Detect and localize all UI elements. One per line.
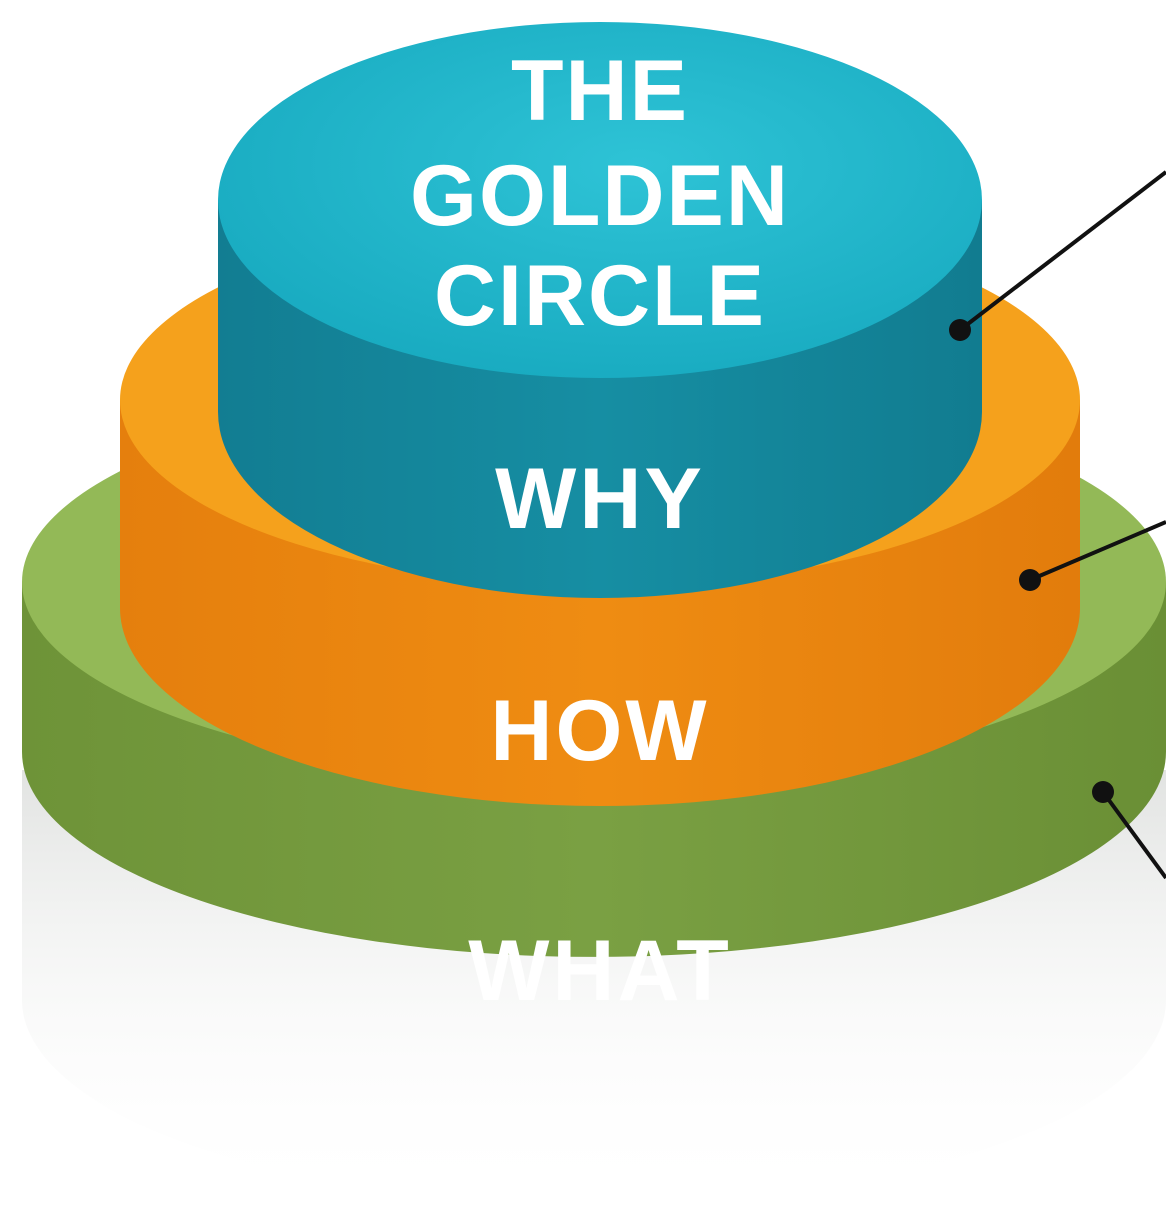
how-pointer-dot (1019, 569, 1041, 591)
why-pointer-dot (949, 319, 971, 341)
why-label: WHY (495, 451, 705, 547)
why-pointer (949, 170, 1166, 341)
what-pointer-dot (1092, 781, 1114, 803)
why-layer-top (218, 22, 982, 378)
title-line-3: CIRCLE (434, 248, 766, 344)
what-label: WHAT (468, 923, 732, 1019)
how-label: HOW (490, 683, 709, 779)
why-layer (218, 22, 982, 598)
how-pointer (1019, 520, 1166, 591)
title-line-2: GOLDEN (410, 148, 790, 244)
what-pointer-line (1101, 790, 1166, 880)
what-pointer (1092, 781, 1166, 880)
why-pointer-line (958, 170, 1166, 332)
title-line-1: THE (511, 43, 689, 139)
how-pointer-line (1029, 520, 1166, 582)
